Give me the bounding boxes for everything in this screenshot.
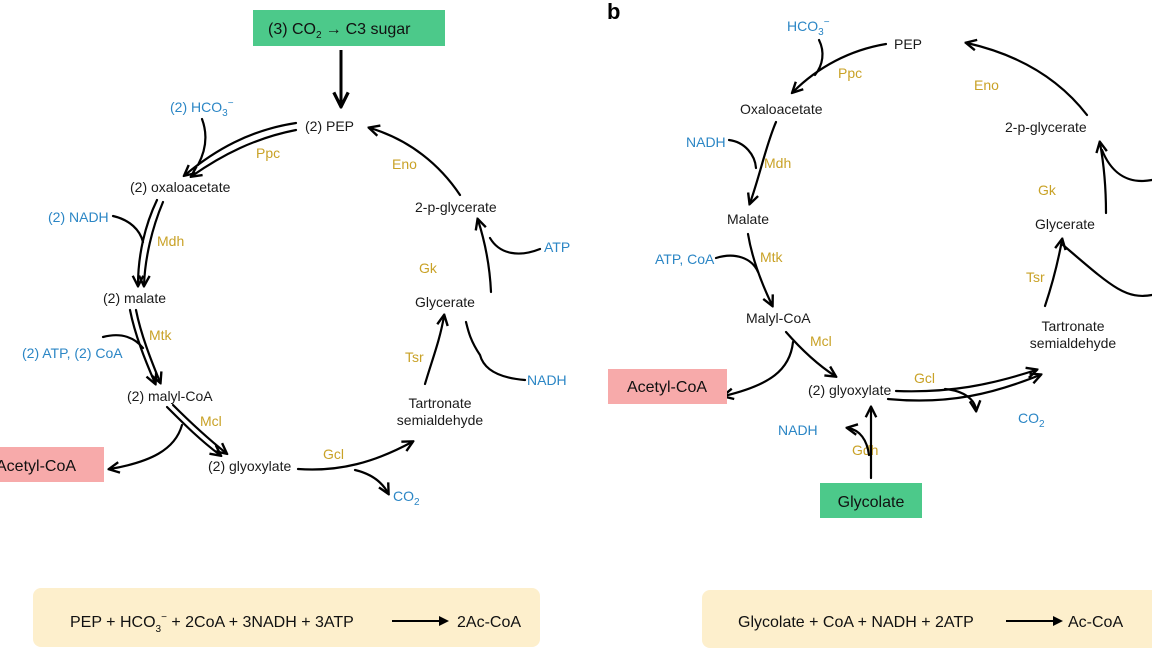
output-box-acetyl-coa <box>0 447 104 482</box>
arrow-mcl-2 <box>171 403 226 453</box>
equation-box-a <box>33 588 540 647</box>
enzyme-tsr: Tsr <box>1026 269 1045 285</box>
enzyme-gk: Gk <box>1038 182 1057 198</box>
output-box-text: Acetyl-CoA <box>627 379 707 396</box>
enzyme-gk: Gk <box>419 260 438 276</box>
metabolite-oxaloacetate: Oxaloacetate <box>740 101 823 117</box>
arrow-mcl <box>784 330 835 376</box>
arrow-mdh-1 <box>138 198 159 285</box>
arrow-nadh-tsr-in <box>1061 243 1152 297</box>
cofactor-nadh: NADH <box>686 134 726 150</box>
metabolite-glyoxylate: (2) glyoxylate <box>208 458 291 474</box>
enzyme-mdh: Mdh <box>764 155 791 171</box>
arrow-gk <box>1100 143 1106 215</box>
cofactor-nadh-tsr: NADH <box>527 372 567 388</box>
arrow-acetyl-coa-out <box>724 340 795 396</box>
arrow-gcl <box>296 442 412 471</box>
arrow-tsr <box>1043 240 1062 308</box>
arrow-atp-gk-in <box>488 236 542 255</box>
metabolite-2-p-glycerate: 2-p-glycerate <box>415 199 497 215</box>
metabolite-malyl-coa: Malyl-CoA <box>746 310 811 326</box>
metabolite-malyl-coa: (2) malyl-CoA <box>127 388 213 404</box>
metabolite-2-p-glycerate: 2-p-glycerate <box>1005 119 1087 135</box>
cofactor-nadh: (2) NADH <box>48 209 109 225</box>
panel-b: b PEP Oxaloacetate Malate Malyl-CoA (2) … <box>607 0 1152 648</box>
metabolite-malate: Malate <box>727 211 769 227</box>
arrow-nadh-in <box>111 214 145 244</box>
enzyme-mdh: Mdh <box>157 233 184 249</box>
arrow-ppc <box>793 42 888 92</box>
arrow-gcl-1 <box>894 370 1036 393</box>
arrow-atp-coa-in <box>714 254 760 274</box>
equation-a-product: 2Ac-CoA <box>457 614 521 631</box>
enzyme-eno: Eno <box>392 156 417 172</box>
equation-box-b <box>702 590 1152 648</box>
cofactor-hco3: HCO3− <box>787 17 830 38</box>
arrow-mdh <box>750 120 778 203</box>
enzyme-mcl: Mcl <box>200 413 222 429</box>
output-box-acetyl-coa <box>608 369 727 404</box>
arrow-hco3-in <box>196 117 207 167</box>
enzyme-gcl: Gcl <box>323 446 344 462</box>
enzyme-mtk: Mtk <box>149 327 173 343</box>
metabolite-pep: (2) PEP <box>305 118 354 134</box>
enzyme-tsr: Tsr <box>405 349 424 365</box>
input-box-text: Glycolate <box>838 494 905 511</box>
arrow-nadh-in <box>727 138 758 170</box>
enzyme-gcl: Gcl <box>914 370 935 386</box>
arrow-atp-gk-in <box>1100 148 1152 183</box>
metabolite-glyoxylate: (2) glyoxylate <box>808 382 891 398</box>
arrow-hco3-in <box>813 38 824 77</box>
cofactor-atp-coa: (2) ATP, (2) CoA <box>22 345 123 361</box>
metabolite-glycerate: Glycerate <box>415 294 475 310</box>
arrow-gcl-2 <box>886 375 1040 402</box>
cofactor-co2: CO2 <box>1018 410 1045 430</box>
input-box-glycolate <box>820 483 922 518</box>
enzyme-gdh: Gdh <box>852 442 878 458</box>
enzyme-mcl: Mcl <box>810 333 832 349</box>
arrow-eno <box>370 128 462 197</box>
enzyme-eno: Eno <box>974 77 999 93</box>
arrow-eno <box>967 43 1089 117</box>
arrow-mdh-2 <box>144 200 165 285</box>
arrow-gk <box>478 220 493 294</box>
enzyme-ppc: Ppc <box>256 145 280 161</box>
arrow-ppc-2 <box>192 128 298 176</box>
arrow-mcl-1 <box>165 405 220 455</box>
arrow-tsr <box>423 316 444 386</box>
arrow-co2-out <box>943 387 976 410</box>
enzyme-ppc: Ppc <box>838 65 862 81</box>
cofactor-atp-gk: ATP <box>544 239 570 255</box>
equation-b: Glycolate + CoA + NADH + 2ATP <box>738 614 974 631</box>
input-box-co2 <box>253 10 445 46</box>
arrow-co2-out <box>353 468 388 493</box>
metabolite-pep: PEP <box>894 36 922 52</box>
arrow-mtk-2 <box>134 308 160 382</box>
enzyme-mtk: Mtk <box>760 249 784 265</box>
metabolite-oxaloacetate: (2) oxaloacetate <box>130 179 231 195</box>
equation-b-product: Ac-CoA <box>1068 614 1123 631</box>
arrow-acetyl-coa-out <box>110 423 184 469</box>
cofactor-nadh-gdh: NADH <box>778 422 818 438</box>
input-box-text: (3) CO2→C3 sugar <box>268 21 411 41</box>
arrow-atp-coa-in <box>101 334 145 350</box>
cofactor-atp-coa: ATP, CoA <box>655 251 715 267</box>
metabolite-malate: (2) malate <box>103 290 166 306</box>
panel-a: (3) CO2→C3 sugar (2) PEP (2) oxaloacetat… <box>0 10 570 647</box>
panel-label-b: b <box>607 0 620 24</box>
arrow-nadh-tsr-in <box>464 320 527 382</box>
metabolite-glycerate: Glycerate <box>1035 216 1095 232</box>
arrow-nadh-gdh-out <box>848 428 871 457</box>
cofactor-hco3: (2) HCO3− <box>170 98 234 119</box>
arrow-mtk <box>746 232 772 305</box>
cofactor-co2: CO2 <box>393 488 420 508</box>
output-box-text: Acetyl-CoA <box>0 458 76 475</box>
equation-a: PEP + HCO3− + 2CoA + 3NADH + 3ATP <box>70 612 354 635</box>
